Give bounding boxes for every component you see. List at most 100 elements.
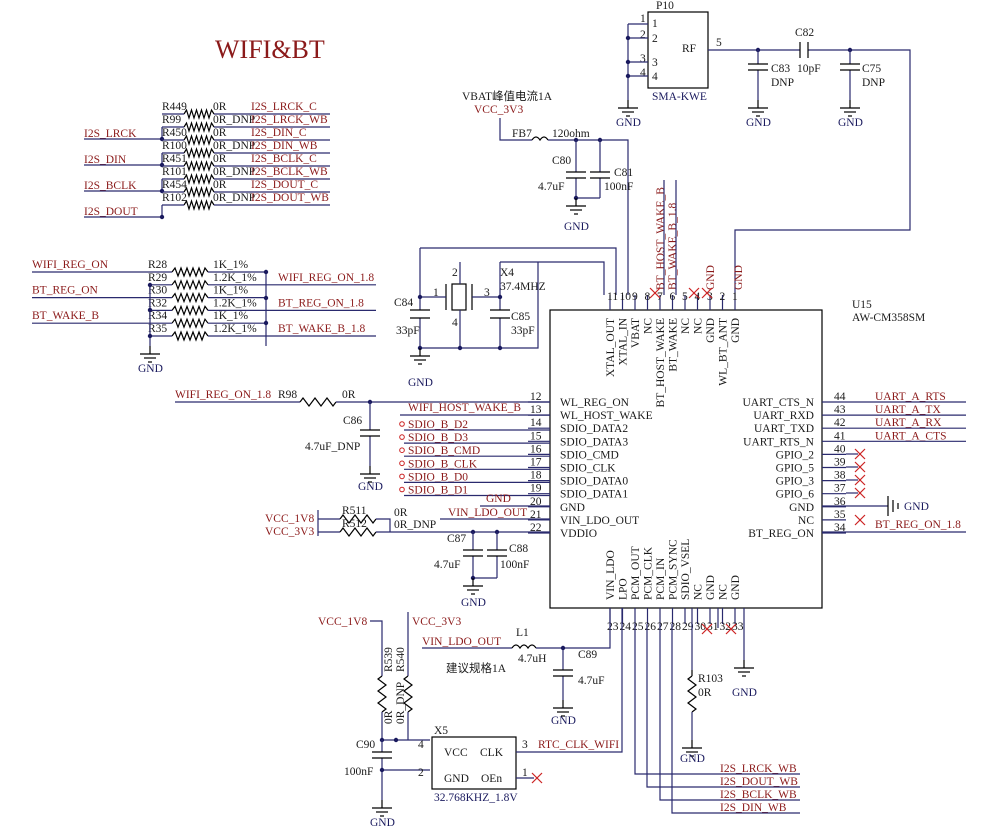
u15-left-pin-num-0: 12 <box>530 391 542 403</box>
c89-gnd-label: GND <box>551 715 576 727</box>
net-sdio-5: SDIO_B_D1 <box>408 485 468 497</box>
u15-top-pin-name-2: VBAT <box>630 318 642 348</box>
r103-ref: R103 <box>698 673 723 685</box>
u15-top-pin-num-9: 2 <box>720 291 726 303</box>
u15-right-pin-num-3: 41 <box>834 430 846 442</box>
fb7-value: 120ohm <box>552 128 590 140</box>
x5-value: 32.768KHZ_1.8V <box>434 792 518 804</box>
u15-top-pin-num-3: 8 <box>645 291 651 303</box>
u15-bottom-pin-num-5: 28 <box>670 621 682 633</box>
u15-right-pin-name-6: GPIO_3 <box>776 476 815 488</box>
u15-top-pin-name-4: BT_HOST_WAKE <box>655 318 667 407</box>
p10-pin2-label: 2 <box>652 33 658 45</box>
net-top-gnd-1: GND <box>733 265 745 290</box>
u15-left-pin-name-9: VIN_LDO_OUT <box>560 515 639 527</box>
reg-res-value-1: 1.2K_1% <box>213 272 257 284</box>
net-bt-wake-b-18: BT_WAKE_B_1.8 <box>667 203 679 290</box>
net-vcc3v3-vddio: VCC_3V3 <box>265 526 314 538</box>
i2s-wb-nets: I2S_LRCK_WBI2S_DOUT_WBI2S_BCLK_WBI2S_DIN… <box>634 624 800 814</box>
reg-res-value-3: 1.2K_1% <box>213 297 257 309</box>
i2s-net-right-4: I2S_BCLK_C <box>251 153 317 165</box>
i2s-net-right-2: I2S_DIN_C <box>251 127 307 139</box>
u15-ref: U15 <box>852 299 872 311</box>
l1-ref: L1 <box>516 627 529 639</box>
i2s-net-left-7: I2S_DOUT <box>84 206 138 218</box>
vddio-section: VCC_1V8 VCC_3V3 R511 0R R512 0R_DNP VIN_… <box>265 505 550 609</box>
c86-ref: C86 <box>343 415 362 427</box>
u15-bottom-pin-name-3: PCM_CLK <box>643 546 655 600</box>
u15-top-pin-num-10: 1 <box>732 291 738 303</box>
r539-ref: R539 <box>383 647 395 672</box>
p10-pin5-num: 5 <box>716 37 722 49</box>
reg-net-left-0: WIFI_REG_ON <box>32 259 109 271</box>
c90-ref: C90 <box>356 739 375 751</box>
c90-value: 100nF <box>344 766 373 778</box>
u15-left-pin-num-2: 14 <box>530 417 542 429</box>
u15-top-pin-num-4: 7 <box>657 291 663 303</box>
p10-pin4-label: 4 <box>652 71 658 83</box>
bottom-section: VCC_1V8 VCC_3V3 R539 R540 0R 0R_DNP C90 … <box>318 608 800 829</box>
u15-bottom-pin-num-10: 33 <box>732 621 744 633</box>
u15-top-pin-num-6: 5 <box>682 291 688 303</box>
reg-net-right-1: WIFI_REG_ON_1.8 <box>278 272 374 284</box>
x5-oen: OEn <box>481 773 502 785</box>
u15-right-pin-num-7: 37 <box>834 483 846 495</box>
sheet-title: WIFI&BT <box>215 35 325 64</box>
u15-bottom-pin-name-6: SDIO_VSEL <box>680 539 692 600</box>
u15-left-pin-name-10: VDDIO <box>560 528 597 540</box>
u15-left-pin-name-7: SDIO_DATA1 <box>560 489 628 501</box>
p10-pin2-num: 2 <box>640 29 646 41</box>
u15-bottom-pin-num-4: 27 <box>657 621 669 633</box>
i2s-res-ref-2: R450 <box>162 127 187 139</box>
net-bt-reg-on-18-right: BT_REG_ON_1.8 <box>875 519 961 531</box>
p10-pin3-num: 3 <box>640 53 646 65</box>
pin33-gnd-label: GND <box>732 687 757 699</box>
x5-vcc: VCC <box>444 747 468 759</box>
reg-net-left-4: BT_WAKE_B <box>32 310 99 322</box>
net-vcc1v8-bottom: VCC_1V8 <box>318 616 367 628</box>
i2s-net-right-3: I2S_DIN_WB <box>251 140 318 152</box>
c84-ref: C84 <box>394 297 413 309</box>
l1-note: 建议规格1A <box>446 661 507 675</box>
u15-bottom-pin-num-7: 30 <box>695 621 707 633</box>
reg-res-ref-3: R32 <box>148 297 167 309</box>
u15-right-pin-num-1: 43 <box>834 404 846 416</box>
c90-gnd-label: GND <box>370 817 395 829</box>
x5-pin4: 4 <box>418 739 424 751</box>
i2s-res-value-1: 0R_DNP <box>213 114 255 126</box>
p10-pin1-label: 1 <box>652 18 658 30</box>
net-i2s-wb-bottom-3: I2S_DIN_WB <box>720 802 787 814</box>
i2s-res-ref-3: R100 <box>162 140 187 152</box>
vbat-note: VBAT峰值电流1A <box>462 89 553 103</box>
x4-pin4: 4 <box>452 317 458 329</box>
u15-left-pin-num-8: 20 <box>530 496 542 508</box>
p10-pin1-num: 1 <box>640 13 646 25</box>
top-nets: BT_HOST_WAKE_B BT_WAKE_B_1.8 GND GND <box>655 180 745 295</box>
x4-pin2: 2 <box>452 267 458 279</box>
x4-gnd-label: GND <box>408 377 433 389</box>
net-vcc1v8-vddio: VCC_1V8 <box>265 513 314 525</box>
net-bt-host-wake-b: BT_HOST_WAKE_B <box>655 187 667 290</box>
c85-value: 33pF <box>511 325 535 337</box>
p10-gnd-label: GND <box>616 117 641 129</box>
u15-bottom-pin-name-7: NC <box>693 584 705 600</box>
i2s-res-value-0: 0R <box>213 101 227 113</box>
p10-part: SMA-KWE <box>652 91 707 103</box>
x5-ref: X5 <box>434 725 448 737</box>
i2s-res-ref-5: R101 <box>162 166 187 178</box>
net-sdio-2: SDIO_B_CMD <box>408 445 480 457</box>
i2s-res-ref-4: R451 <box>162 153 187 165</box>
c80-value: 4.7uF <box>538 181 565 193</box>
u15-right-pin-num-9: 35 <box>834 509 846 521</box>
c83-gnd-label: GND <box>746 117 771 129</box>
u15-top-pin-num-5: 6 <box>670 291 676 303</box>
u15-left-pin-num-4: 16 <box>530 443 542 455</box>
x5-pin3: 3 <box>522 739 528 751</box>
u15-right-pin-name-0: UART_CTS_N <box>742 397 814 409</box>
c85-ref: C85 <box>511 311 530 323</box>
i2s-res-ref-0: R449 <box>162 101 187 113</box>
r512-value: 0R_DNP <box>394 519 436 531</box>
r511-ref: R511 <box>342 505 367 517</box>
c82-ref: C82 <box>795 27 814 39</box>
